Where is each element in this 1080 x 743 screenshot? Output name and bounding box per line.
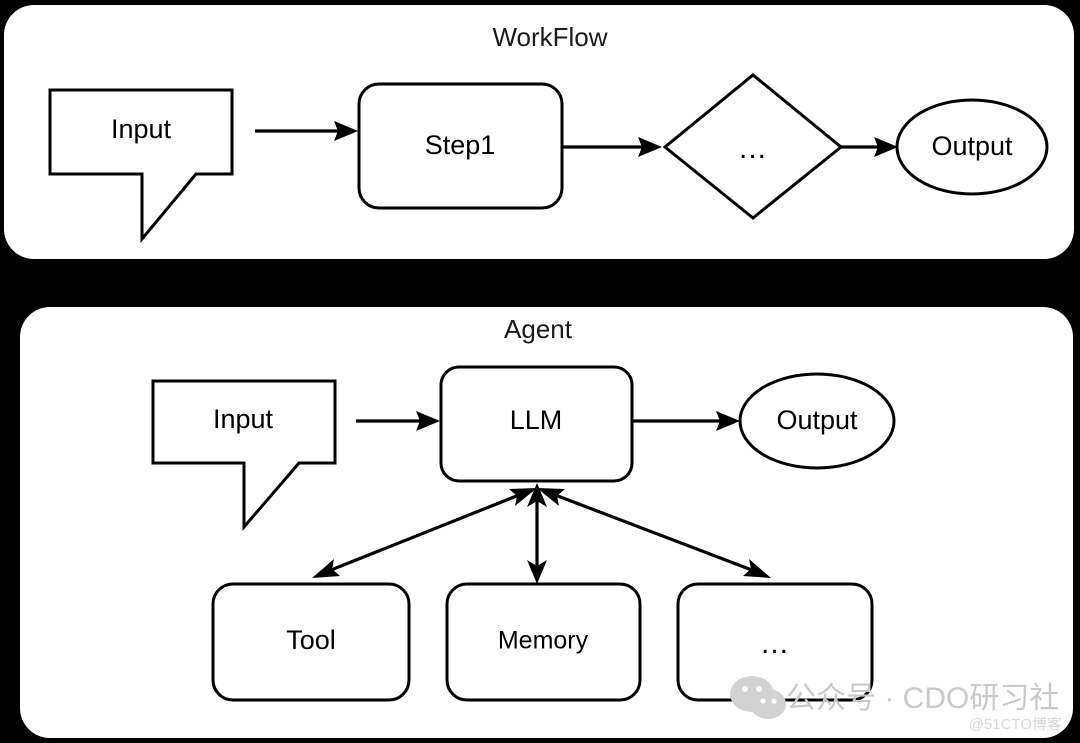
node-ag-input[interactable]: Input xyxy=(151,379,337,532)
node-wf-step1[interactable]: Step1 xyxy=(357,82,564,210)
edge-ag-llm-to-output xyxy=(632,411,740,431)
watermark-brand: 公众号 · CDO研习社 xyxy=(786,682,1059,715)
arrowhead-up-icon xyxy=(527,483,547,507)
watermark: 公众号 · CDO研习社 @51CTO博客 xyxy=(730,676,1062,733)
edge-line xyxy=(549,491,758,574)
rounded-rect-shape xyxy=(439,365,634,483)
callout-shape xyxy=(48,88,234,244)
node-wf-more[interactable]: ... xyxy=(662,73,844,220)
edge-line xyxy=(325,491,525,574)
arrowhead-up-icon xyxy=(537,488,565,506)
node-ag-llm[interactable]: LLM xyxy=(439,365,634,483)
node-label: Input xyxy=(213,404,274,434)
node-ag-memory[interactable]: Memory xyxy=(445,582,642,702)
edge-ag-llm-to-memory xyxy=(527,483,547,584)
node-label: ... xyxy=(739,132,767,165)
panel-workflow: WorkFlow Input Step1 xyxy=(4,5,1074,259)
node-wf-output[interactable]: Output xyxy=(895,98,1049,196)
edge-ag-input-to-llm xyxy=(356,411,440,431)
watermark-source: @51CTO博客 xyxy=(969,716,1062,733)
edge-ag-llm-to-more xyxy=(537,488,771,578)
edge-wf-input-to-step1 xyxy=(255,121,358,141)
panel-agent-title: Agent xyxy=(504,314,573,344)
arrowhead-down-icon xyxy=(312,559,340,578)
arrowhead-right-icon xyxy=(716,411,740,431)
arrowhead-right-icon xyxy=(334,121,358,141)
node-ag-tool[interactable]: Tool xyxy=(211,582,411,702)
wechat-icon xyxy=(730,676,786,719)
panel-agent: Agent Input LLM xyxy=(20,307,1073,738)
arrowhead-right-icon xyxy=(416,411,440,431)
node-wf-input[interactable]: Input xyxy=(48,88,234,244)
callout-shape xyxy=(151,379,337,532)
arrowhead-up-icon xyxy=(509,488,537,506)
rounded-rect-shape xyxy=(211,582,411,702)
arrowhead-right-icon xyxy=(874,137,898,157)
edge-wf-more-to-output xyxy=(841,137,898,157)
arrowhead-down-icon xyxy=(527,560,547,584)
node-label: Input xyxy=(111,114,172,144)
node-label: Tool xyxy=(286,625,336,655)
node-label: Memory xyxy=(498,627,589,655)
edge-wf-step1-to-more xyxy=(562,137,662,157)
arrowhead-right-icon xyxy=(638,137,662,157)
node-label: Output xyxy=(931,131,1013,161)
ellipse-shape xyxy=(738,372,896,470)
node-label: LLM xyxy=(510,405,563,435)
arrowhead-down-icon xyxy=(743,559,771,578)
ellipse-shape xyxy=(895,98,1049,196)
node-label: Output xyxy=(776,405,858,435)
edge-ag-llm-to-tool xyxy=(312,488,537,578)
panel-workflow-title: WorkFlow xyxy=(492,22,607,52)
rounded-rect-shape xyxy=(445,582,642,702)
diamond-shape xyxy=(662,73,844,220)
node-label: Step1 xyxy=(425,130,496,160)
node-ag-output[interactable]: Output xyxy=(738,372,896,470)
node-label: ... xyxy=(761,627,789,660)
